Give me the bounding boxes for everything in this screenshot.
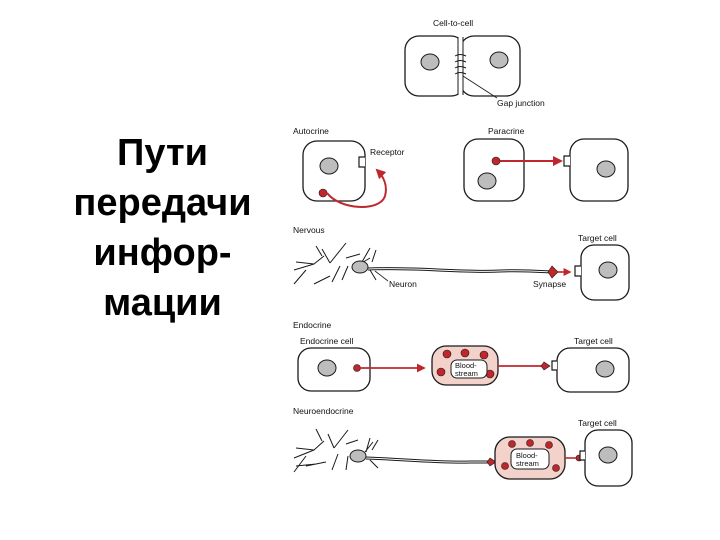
- autocrine-signal-arrow: [326, 168, 387, 208]
- leader-line: [374, 270, 389, 282]
- title-line: инфор-: [93, 232, 232, 274]
- nucleus: [596, 160, 616, 178]
- title-line: мации: [103, 282, 222, 324]
- gap-junction-channels: [454, 54, 467, 75]
- target-cell: [556, 347, 630, 393]
- receptor-icon: [579, 450, 585, 461]
- title-line: Пути: [117, 132, 208, 174]
- hormone-molecule: [508, 440, 516, 448]
- neuron-body: [349, 449, 367, 463]
- bloodstream-label: stream: [455, 369, 478, 378]
- nucleus: [598, 261, 618, 279]
- receptor-icon: [358, 156, 365, 168]
- endocrine-label: Endocrine: [293, 320, 332, 330]
- bloodstream-label: Blood-: [455, 361, 477, 370]
- target-cell-label: Target cell: [578, 233, 617, 243]
- nucleus: [420, 53, 440, 71]
- autocrine-label: Autocrine: [293, 126, 329, 136]
- hormone-molecule: [526, 439, 534, 447]
- neurohormone-terminal: [486, 457, 497, 467]
- endocrine-cell-label: Endocrine cell: [300, 336, 354, 346]
- neuron-dendrites: [293, 428, 379, 473]
- neuron-dendrites: [293, 242, 377, 285]
- receptor-icon: [551, 360, 557, 371]
- signal-molecule: [318, 188, 328, 198]
- nervous-panel: Nervous Neuron Synapse Target cell: [293, 225, 630, 301]
- nucleus: [477, 172, 497, 190]
- signal-molecule: [491, 156, 501, 166]
- nucleus: [595, 360, 615, 378]
- bloodstream-label-box: [450, 359, 488, 379]
- target-cell-label: Target cell: [578, 418, 617, 428]
- target-cell-label: Target cell: [574, 336, 613, 346]
- cell-to-cell-label: Cell-to-cell: [433, 18, 473, 28]
- hormone-molecule: [479, 350, 489, 360]
- gap-junction-label: Gap junction: [497, 98, 545, 108]
- nucleus: [489, 51, 509, 69]
- neuroendocrine-label: Neuroendocrine: [293, 406, 354, 416]
- axon: [367, 269, 554, 274]
- bloodstream-label: stream: [516, 459, 539, 468]
- nucleus: [319, 157, 339, 175]
- hormone-molecule: [545, 441, 553, 449]
- hormone-molecule: [460, 348, 470, 358]
- cell: [463, 138, 525, 202]
- synapse-terminal: [547, 265, 559, 279]
- bloodstream-label-box: [510, 448, 550, 470]
- axon: [365, 456, 490, 462]
- receptor-label: Receptor: [370, 147, 405, 157]
- nervous-label: Nervous: [293, 225, 325, 235]
- neuroendocrine-panel: Neuroendocrine Blood- stream Target cell: [293, 406, 633, 487]
- neuron-body: [351, 260, 369, 274]
- hormone-molecule: [442, 349, 452, 359]
- receptor-icon: [563, 155, 570, 167]
- hormone-molecule: [436, 367, 446, 377]
- neuron-label: Neuron: [389, 279, 417, 289]
- bloodstream-label: Blood-: [516, 451, 538, 460]
- hormone-molecule: [552, 464, 560, 472]
- hormone-molecule: [353, 364, 361, 372]
- paracrine-label: Paracrine: [488, 126, 525, 136]
- nucleus: [598, 446, 618, 464]
- synapse-label: Synapse: [533, 279, 566, 289]
- hormone-molecule: [540, 361, 551, 371]
- endocrine-panel: Endocrine Endocrine cell Blood- stream T…: [293, 320, 630, 393]
- axon: [365, 458, 490, 464]
- autocrine-panel: Autocrine Receptor: [293, 126, 405, 208]
- cell: [459, 35, 521, 97]
- hormone-molecule: [501, 462, 509, 470]
- cell-to-cell-panel: Cell-to-cell Gap junction: [404, 18, 545, 108]
- leader-line: [462, 75, 498, 99]
- nucleus: [317, 359, 337, 377]
- title-line: передачи: [73, 182, 252, 224]
- slide-title: Пути передачи инфор- мации: [40, 128, 285, 328]
- paracrine-panel: Paracrine: [463, 126, 629, 202]
- axon: [367, 267, 554, 272]
- receptor-icon: [574, 265, 581, 277]
